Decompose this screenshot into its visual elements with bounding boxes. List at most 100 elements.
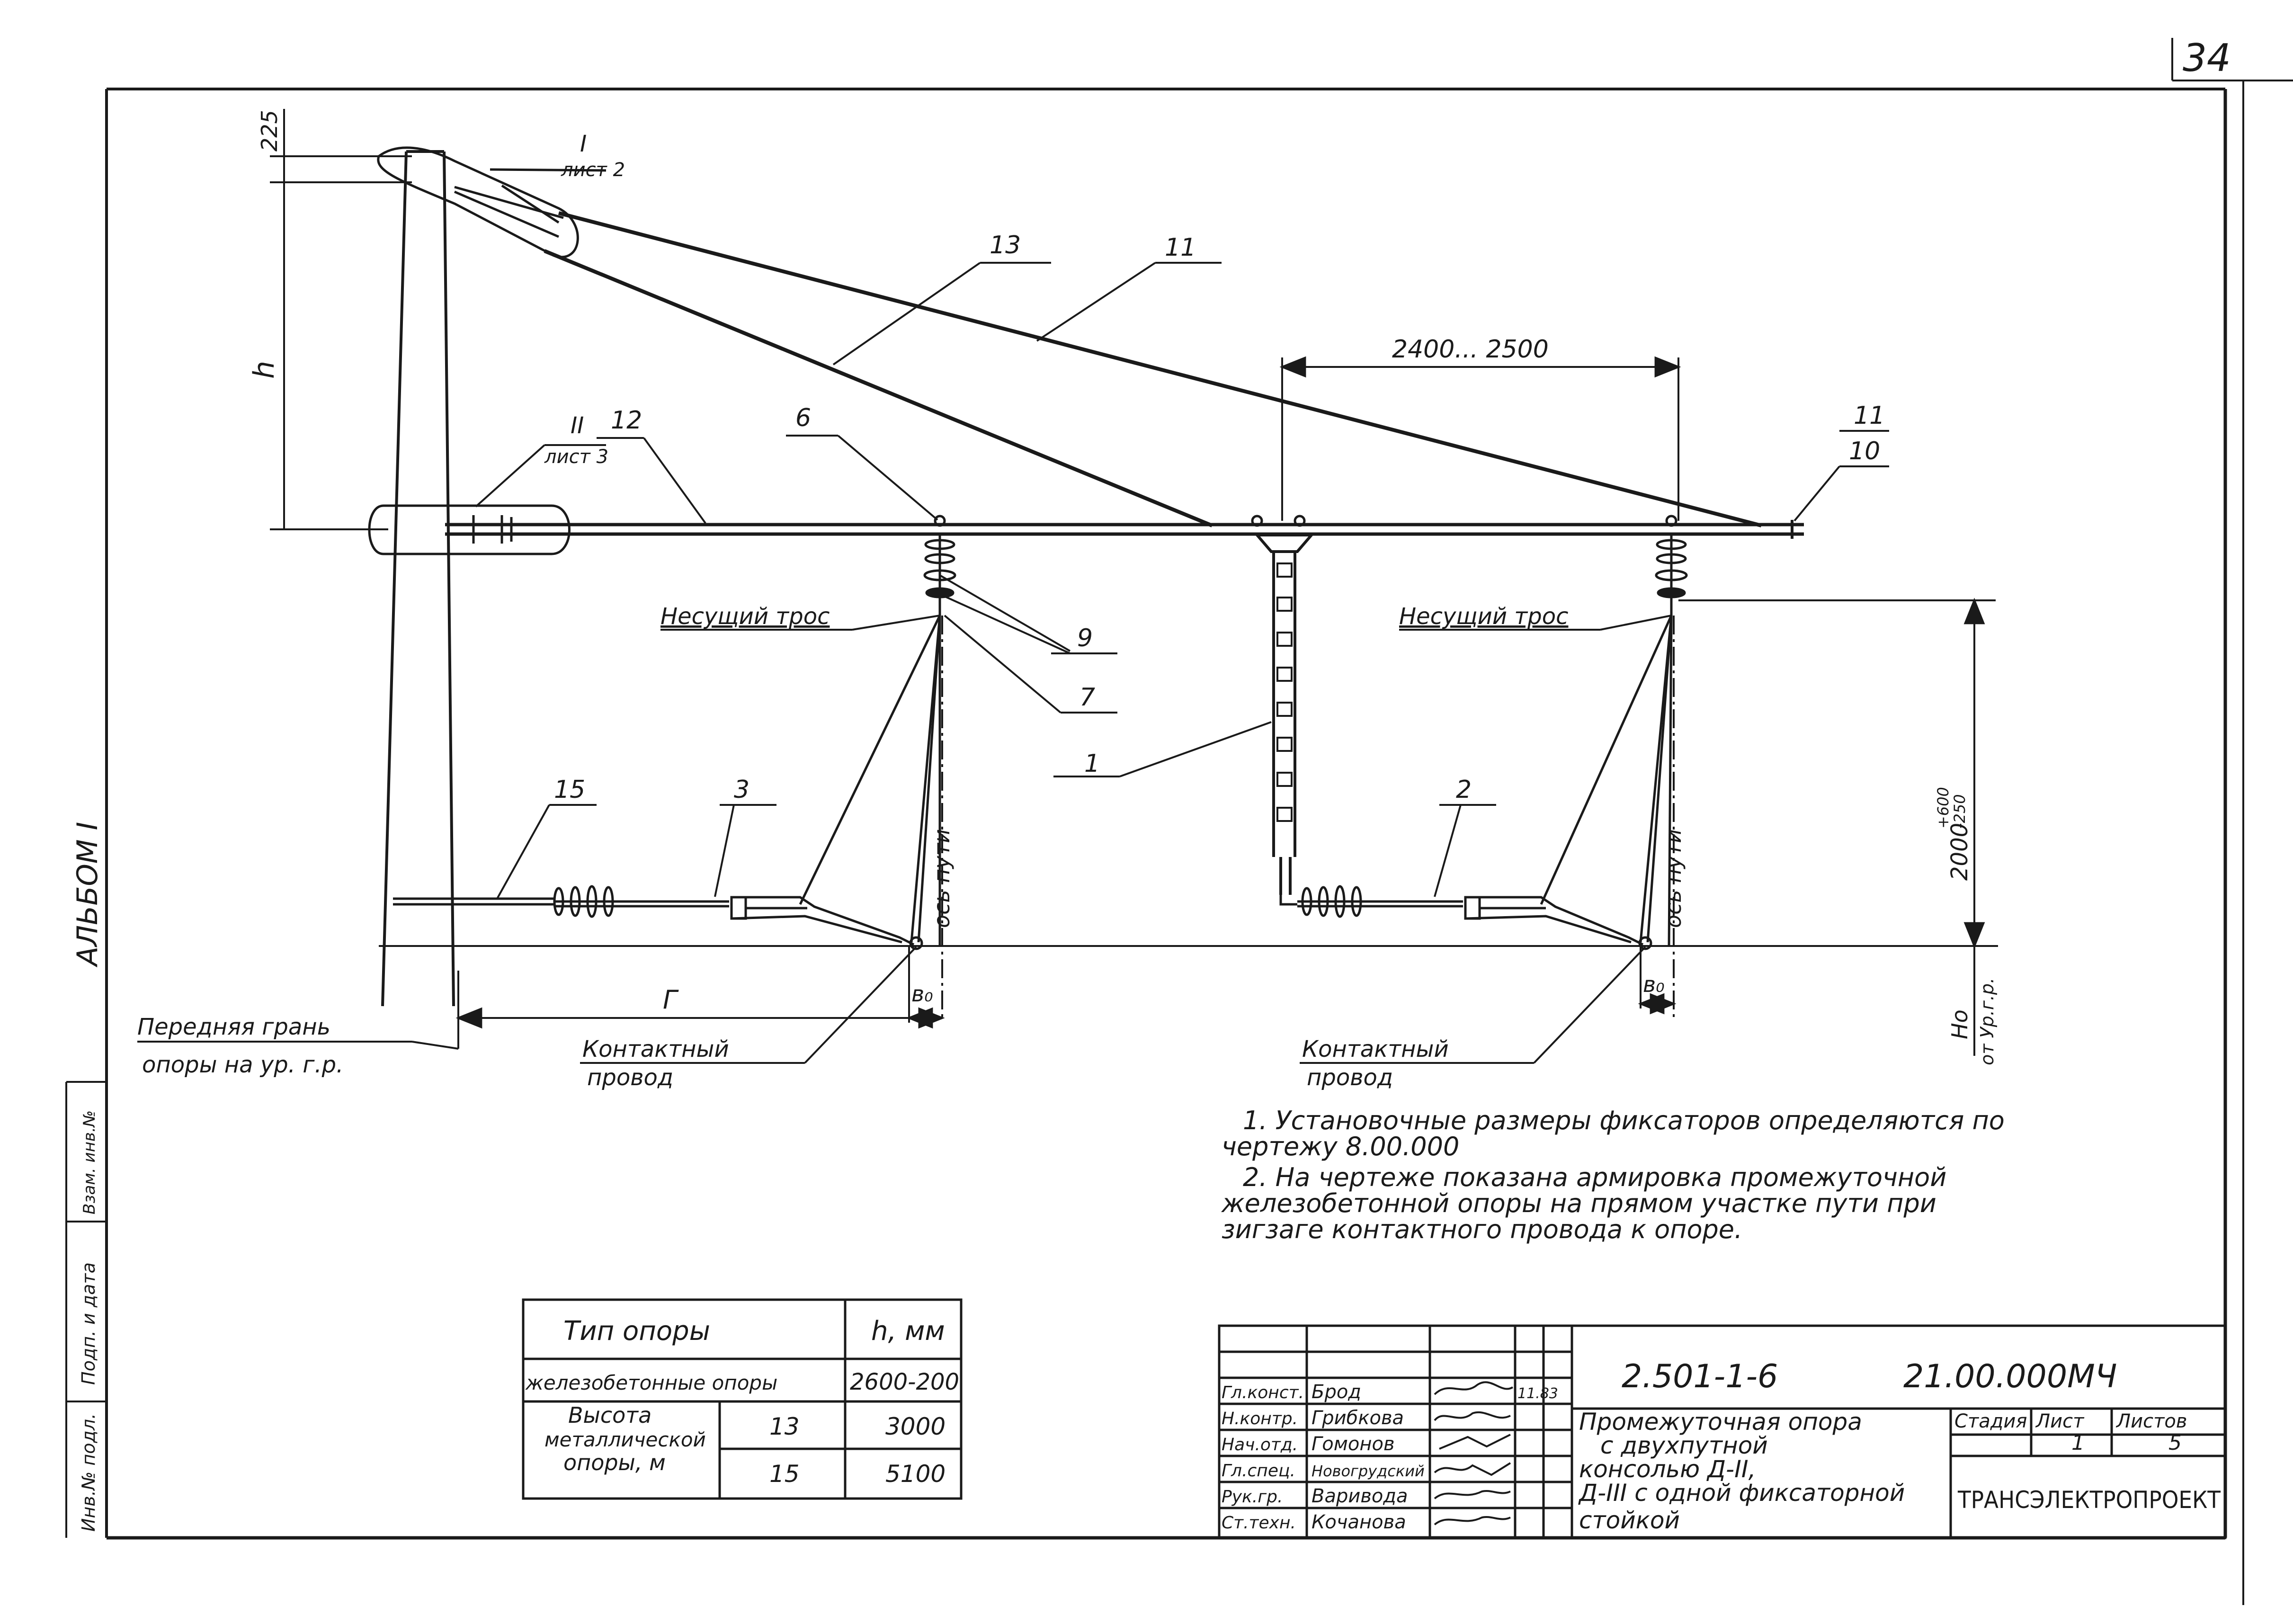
staff-name: Новогрудский <box>1312 1462 1425 1480</box>
staff-name: Грибкова <box>1312 1407 1404 1429</box>
fixator-left <box>730 615 941 950</box>
fixing-post-links <box>1276 562 1293 822</box>
note-2-line-1: 2. На чертеже показана армировка промежу… <box>1243 1162 1946 1192</box>
dim-vertical-h <box>270 109 412 530</box>
contact-wire-right-2: провод <box>1307 1064 1393 1091</box>
console-beam <box>445 523 1804 536</box>
dim-b0-right: в₀ <box>1643 972 1665 997</box>
dim-stagger-base: 2000 <box>1946 823 1973 881</box>
title-line-3: консолью Д-II, <box>1579 1455 1756 1483</box>
callout-12: 12 <box>611 406 642 435</box>
messenger-label-left: Несущий трос <box>660 603 830 630</box>
detail-2-leader <box>475 444 545 508</box>
support-pole <box>381 150 455 1007</box>
dim-stagger-minus: -250 <box>1951 794 1969 829</box>
insulator-horizontal-right <box>1279 885 1463 918</box>
dim-gauge <box>455 971 945 1049</box>
staff-name: Варивода <box>1312 1485 1408 1507</box>
title-block <box>1218 1324 2227 1539</box>
dim-span-text: 2400... 2500 <box>1392 335 1549 364</box>
dim-span <box>1279 356 1681 521</box>
staff-role: Рук.гр. <box>1222 1487 1283 1507</box>
callout-11-top: 11 <box>1165 233 1196 262</box>
callout-13: 13 <box>990 231 1021 259</box>
staff-role: Нач.отд. <box>1222 1435 1298 1454</box>
staff-name: Гомонов <box>1312 1433 1395 1455</box>
staff-role: Ст.техн. <box>1222 1513 1296 1533</box>
callout-11-right: 11 <box>1854 402 1885 430</box>
callout-10: 10 <box>1849 437 1880 465</box>
insulator-left <box>923 515 956 616</box>
dim-stagger <box>1678 598 1996 949</box>
staff-role: Гл.конст. <box>1222 1383 1304 1402</box>
front-face-label-2: опоры на ур. г.р. <box>142 1052 343 1078</box>
title-sheet-value: 1 <box>2071 1431 2085 1455</box>
album-label: АЛЬБОМ I <box>71 822 104 968</box>
title-doc-number: 21.00.000МЧ <box>1903 1358 2117 1395</box>
insulator-horizontal-left <box>393 885 729 918</box>
note-2-line-2: железобетонной опоры на прямом участке п… <box>1221 1188 1936 1218</box>
staff-name: Брод <box>1312 1381 1361 1403</box>
front-face-label-1: Передняя грань <box>137 1014 330 1040</box>
dim-ho-sub: от Ур.г.р. <box>1977 978 1998 1065</box>
side-stamp <box>65 1081 107 1538</box>
table-row-15-h: 5100 <box>885 1460 946 1488</box>
detail-2-roman: II <box>571 412 584 439</box>
callout-1: 1 <box>1084 750 1100 778</box>
note-1-line-1: 1. Установочные размеры фиксаторов опред… <box>1243 1106 2005 1135</box>
contact-wire-right-1: Контактный <box>1302 1036 1449 1062</box>
organization-name: ТРАНСЭЛЕКТРОПРОЕКТ <box>1957 1486 2221 1514</box>
track-axis-left-label: ось пути <box>929 829 955 928</box>
title-sheet-label: Лист <box>2035 1410 2085 1432</box>
side-stamp-replace: Взам. инв.№ <box>80 1110 99 1214</box>
side-stamp-sign-date: Подп. и дата <box>78 1262 99 1385</box>
callout-2: 2 <box>1456 776 1472 804</box>
table-row-rc-h: 2600-200 <box>850 1369 959 1395</box>
table-row-rc-type: железобетонные опоры <box>525 1371 777 1394</box>
title-line-1: Промежуточная опора <box>1579 1408 1862 1436</box>
track-axis-right-label: ось пути <box>1660 829 1686 928</box>
contact-wire-left-1: Контактный <box>582 1036 729 1062</box>
title-sheets-label: Листов <box>2115 1410 2187 1432</box>
tie-rod-11 <box>558 211 1762 527</box>
sheet-frame <box>105 38 2293 1605</box>
title-stage-label: Стадия <box>1954 1410 2027 1432</box>
dim-ho: Нo <box>1947 1009 1972 1039</box>
table-header-h: h, мм <box>871 1316 945 1347</box>
table-row-15-sub: 15 <box>769 1460 800 1488</box>
dim-stagger-plus: +600 <box>1934 787 1952 829</box>
table-metal-height: Высота <box>568 1402 651 1428</box>
table-header-type: Тип опоры <box>563 1316 710 1347</box>
callout-3: 3 <box>734 776 749 804</box>
callout-9: 9 <box>1077 624 1093 652</box>
tie-rod-13 <box>544 249 1213 527</box>
table-metal-unit: опоры, м <box>563 1450 666 1475</box>
detail-2-sheet: лист 3 <box>544 446 608 468</box>
beam-fittings <box>1251 515 1306 527</box>
contact-wire-left-2: провод <box>587 1064 673 1091</box>
insulator-right <box>1655 515 1688 616</box>
detail-1-roman: I <box>580 131 587 157</box>
table-row-13-h: 3000 <box>885 1413 946 1440</box>
staff-role: Н.контр. <box>1222 1409 1298 1428</box>
detail-callout-1 <box>377 146 607 259</box>
staff-role: Гл.спец. <box>1222 1461 1295 1481</box>
staff-name: Кочанова <box>1312 1511 1406 1533</box>
callout-6: 6 <box>795 404 811 432</box>
title-line-5: стойкой <box>1579 1507 1680 1534</box>
table-row-13-sub: 13 <box>769 1413 800 1440</box>
title-date: 11.83 <box>1517 1385 1558 1402</box>
dim-gauge-text: Г <box>663 985 679 1015</box>
signatures <box>1434 1381 1514 1526</box>
support-table <box>522 1298 963 1500</box>
callout-15: 15 <box>554 776 585 804</box>
detail-callout-2 <box>368 504 571 555</box>
title-code: 2.501-1-6 <box>1622 1358 1778 1395</box>
detail-1-sheet: лист 2 <box>561 159 625 181</box>
page-number: 34 <box>2183 36 2231 80</box>
note-2-line-3: зигзаге контактного провода к опоре. <box>1222 1214 1742 1244</box>
note-1-line-2: чертежу 8.00.000 <box>1222 1132 1459 1161</box>
title-sheets-value: 5 <box>2168 1431 2182 1455</box>
